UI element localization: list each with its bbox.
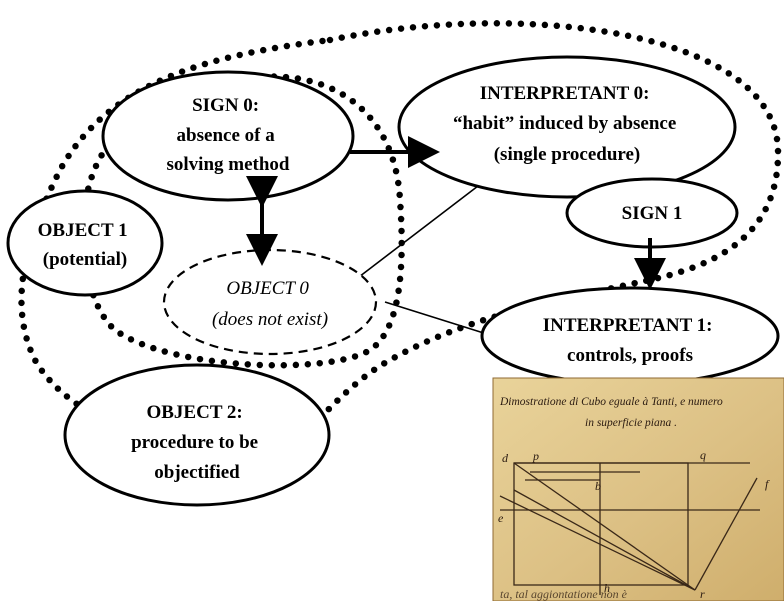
inset-letter-r: r: [700, 587, 705, 601]
inset-letter-d: d: [502, 451, 509, 465]
node-sign-1: SIGN 1: [565, 177, 739, 249]
interpretant0-ellipse: [397, 55, 737, 199]
node-interpretant-0: INTERPRETANT 0: “habit” induced by absen…: [397, 55, 737, 199]
manuscript-inset: Dimostratione di Cubo eguale à Tanti, e …: [492, 377, 784, 601]
inset-letter-h: h: [604, 581, 610, 595]
object1-ellipse: [6, 189, 164, 297]
inset-stain-1: [492, 377, 784, 601]
object2-line-1: OBJECT 2:: [146, 402, 242, 423]
line-object0-interpretant1: [384, 301, 491, 336]
object0-line-2: (does not exist): [212, 309, 328, 330]
interpretant0-line-3: (single procedure): [494, 144, 641, 165]
sign1-line-1: SIGN 1: [622, 203, 683, 224]
interpretant0-line-2: “habit” induced by absence: [453, 113, 676, 134]
object2-line-3: objectified: [154, 462, 240, 483]
inset-letter-b: b: [595, 479, 601, 493]
line-object0-interpretant0: [354, 185, 479, 281]
node-object-1: OBJECT 1 (potential): [6, 189, 164, 297]
node-sign-0: SIGN 0: absence of a solving method: [101, 70, 355, 202]
svg-text:OBJECT 0 (does not exist: OBJECT 0 (does not exist): [212, 278, 328, 330]
node-interpretant-1: INTERPRETANT 1: controls, proofs: [480, 286, 780, 386]
inset-caption-line-2: in superficie piana .: [585, 417, 677, 429]
object2-ellipse: [63, 363, 331, 507]
interpretant1-ellipse: [480, 286, 780, 386]
sign0-line-2: absence of a: [177, 125, 276, 146]
inset-letter-q: q: [700, 448, 706, 462]
svg-text:OBJECT 2: procedure to b: OBJECT 2: procedure to be objectified: [131, 402, 263, 483]
object0-line-1: OBJECT 0: [226, 278, 309, 299]
inset-bottom-text: ta, tal aggiontatione non è: [500, 587, 628, 601]
node-object-2: OBJECT 2: procedure to be objectified: [63, 363, 331, 507]
sign0-ellipse: [101, 70, 355, 202]
interpretant0-line-1: INTERPRETANT 0:: [480, 83, 650, 104]
svg-text:SIGN 0: absence of a: SIGN 0: absence of a solving method: [167, 95, 290, 175]
object2-line-2: procedure to be: [131, 432, 258, 453]
svg-text:INTERPRETANT 1: controls: INTERPRETANT 1: controls, proofs: [543, 315, 718, 366]
inset-paper: [493, 378, 784, 601]
sign0-line-1: SIGN 0:: [192, 95, 259, 116]
inset-letter-p: p: [532, 449, 539, 463]
dotted-loop-inner: [80, 73, 405, 369]
svg-text:INTERPRETANT 0: “habit”: INTERPRETANT 0: “habit” induced by absen…: [453, 83, 681, 165]
object1-line-2: (potential): [43, 249, 127, 270]
interpretant1-line-1: INTERPRETANT 1:: [543, 315, 713, 336]
inset-caption-line-1: Dimostratione di Cubo eguale à Tanti, e …: [499, 396, 723, 408]
node-object-0: OBJECT 0 (does not exist): [162, 248, 378, 356]
dotted-loop-outer: [18, 20, 782, 455]
object0-ellipse: [162, 248, 378, 356]
interpretant1-line-2: controls, proofs: [567, 345, 693, 366]
sign0-line-3: solving method: [167, 154, 290, 175]
inset-geometric-figure: [499, 462, 760, 595]
svg-text:OBJECT 1 (potential): OBJECT 1 (potential): [38, 220, 133, 270]
object1-line-1: OBJECT 1: [38, 220, 128, 241]
inset-letter-f: f: [765, 477, 770, 491]
svg-text:SIGN 1: SIGN 1: [622, 203, 683, 224]
inset-letter-e: e: [498, 511, 504, 525]
